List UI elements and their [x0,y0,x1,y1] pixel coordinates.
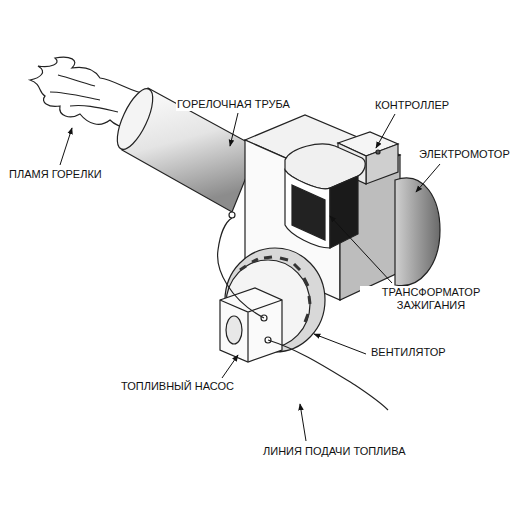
leader-lines [60,113,440,441]
fuel-pump [220,288,282,362]
electric-motor [395,178,440,286]
part-label: КОНТРОЛЛЕР [374,99,450,112]
part-label: ЛИНИЯ ПОДАЧИ ТОПЛИВА [262,445,407,458]
part-label: ГОРЕЛОЧНАЯ ТРУБА [176,98,291,111]
part-label: ТОПЛИВНЫЙ НАСОС [120,380,235,393]
fuel-line [218,218,388,410]
part-label: ЭЛЕКТРОМОТОР [418,148,511,161]
part-label: ВЕНТИЛЯТОР [370,346,447,359]
part-label: ПЛАМЯ ГОРЕЛКИ [8,168,103,181]
ignition-transformer [285,144,365,248]
part-label: ТРАНСФОРМАТОР ЗАЖИГАНИЯ [360,286,502,312]
